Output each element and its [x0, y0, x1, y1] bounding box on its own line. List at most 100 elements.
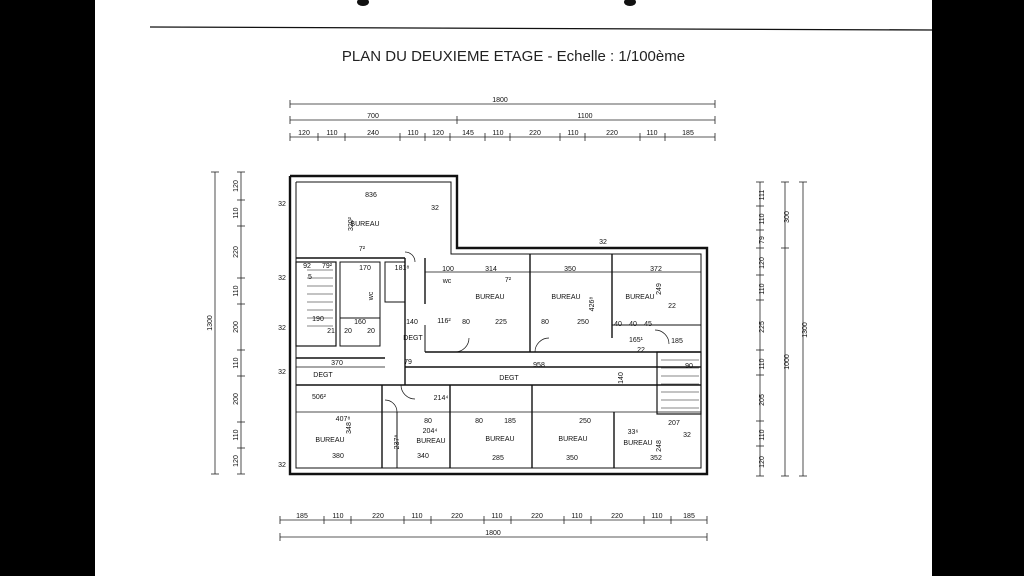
dim-right-seg: 225 — [759, 321, 766, 333]
dim-interior: 237⁸ — [394, 435, 401, 450]
dim-right-300: 300 — [784, 211, 791, 223]
dim-left-seg: 220 — [233, 246, 240, 258]
dim-bottom-seg: 110 — [571, 513, 582, 520]
dim-interior: 140 — [406, 319, 418, 326]
dim-interior: 32 — [278, 369, 286, 376]
room-bureau-bot4: BUREAU — [558, 436, 587, 443]
dim-interior: 160 — [354, 319, 366, 326]
left-dimension-chains: 1300 120 110 220 110 200 110 200 110 120 — [207, 171, 245, 475]
dim-interior: 79² — [322, 263, 333, 270]
dim-bottom-seg: 185 — [296, 513, 308, 520]
dim-interior: 79 — [404, 359, 412, 366]
dim-right-1000: 1000 — [784, 354, 791, 370]
dim-interior: 32 — [278, 462, 286, 469]
dim-interior: 185 — [504, 418, 516, 425]
dim-interior: 40 — [629, 321, 637, 328]
dim-interior: 5 — [308, 274, 312, 281]
dim-top-seg: 240 — [367, 130, 379, 137]
dim-top-seg: 220 — [606, 130, 618, 137]
dim-left-seg: 120 — [233, 455, 240, 467]
dim-interior: 45 — [644, 321, 652, 328]
dim-interior: 340 — [417, 453, 429, 460]
dim-right-seg: 205 — [759, 394, 766, 406]
dim-interior: 285 — [492, 455, 504, 462]
dim-interior: 506² — [312, 394, 327, 401]
dim-interior: 190 — [312, 316, 324, 323]
dim-right-overall: 1300 — [802, 322, 809, 338]
stair-treads — [307, 269, 699, 409]
dim-interior: 320² — [348, 216, 355, 231]
dim-interior: 380 — [332, 453, 344, 460]
dim-interior: 21 — [327, 328, 335, 335]
dim-interior: 370 — [331, 360, 343, 367]
dim-right-seg: 110 — [759, 429, 766, 440]
dim-bottom-overall: 1800 — [485, 530, 501, 537]
dim-interior: 32 — [278, 201, 286, 208]
dim-interior: 20 — [344, 328, 352, 335]
plan-title: PLAN DU DEUXIEME ETAGE - Echelle : 1/100… — [341, 48, 686, 65]
room-bureau-bot3: BUREAU — [485, 436, 514, 443]
room-bureau-mid1: BUREAU — [475, 294, 504, 301]
dim-top-seg: 185 — [682, 130, 694, 137]
room-wc-1: wc — [368, 291, 375, 301]
dim-interior: 90 — [685, 363, 693, 370]
dim-right-seg: 111 — [759, 190, 766, 201]
dim-interior: 140 — [618, 372, 625, 384]
room-wc-2: wc — [442, 278, 452, 285]
dim-interior: 836 — [365, 192, 377, 199]
dim-left-seg: 110 — [233, 357, 240, 368]
dim-interior: 32 — [683, 432, 691, 439]
dim-right-seg: 79 — [759, 236, 766, 244]
dim-top-seg: 110 — [646, 130, 657, 137]
dim-interior: 32 — [431, 205, 439, 212]
dim-interior: 207 — [668, 420, 680, 427]
top-dimension-chains: 1800 700 1100 120 110 240 110 120 145 11… — [289, 97, 716, 141]
dim-top-seg: 120 — [432, 130, 444, 137]
room-degt-mid: DEGT — [403, 335, 423, 342]
dim-interior: 80 — [475, 418, 483, 425]
room-bureau-mid2: BUREAU — [551, 294, 580, 301]
dim-right-seg: 110 — [759, 283, 766, 294]
dim-interior: 22 — [668, 303, 676, 310]
dim-interior: 7² — [505, 277, 512, 284]
room-bureau-bot1: BUREAU — [315, 437, 344, 444]
dim-top-seg: 145 — [462, 130, 474, 137]
dim-bottom-seg: 220 — [531, 513, 543, 520]
dim-interior: 80 — [462, 319, 470, 326]
dim-interior: 225 — [495, 319, 507, 326]
dim-left-seg: 120 — [233, 180, 240, 192]
binder-hole-left — [357, 0, 369, 6]
dim-interior: 214⁴ — [434, 395, 449, 402]
dim-top-1100: 1100 — [577, 113, 592, 120]
dim-interior: 426⁸ — [589, 297, 596, 312]
dim-bottom-seg: 110 — [651, 513, 662, 520]
dim-interior: 165¹ — [629, 337, 644, 344]
dim-interior: 80 — [541, 319, 549, 326]
right-dimension-chains: 111 110 79 120 110 225 110 205 110 120 3… — [756, 181, 809, 477]
dim-interior: 7² — [359, 246, 366, 253]
dim-interior: 350 — [566, 455, 578, 462]
room-bureau-bot2: BUREAU — [416, 438, 445, 445]
dim-interior: 958 — [533, 362, 545, 369]
dim-interior: 170 — [359, 265, 371, 272]
dim-interior: 348 — [346, 422, 353, 434]
dim-interior: 32 — [599, 239, 607, 246]
dim-interior: 352 — [650, 455, 662, 462]
door-swings — [384, 251, 670, 413]
room-bureau-bot5: BUREAU — [623, 440, 652, 447]
header-rule — [149, 26, 932, 31]
dim-interior: 20 — [367, 328, 375, 335]
room-labels: BUREAU BUREAU BUREAU BUREAU BUREAU BUREA… — [313, 221, 654, 447]
dim-bottom-seg: 220 — [372, 513, 384, 520]
dim-top-seg: 110 — [567, 130, 578, 137]
dim-right-seg: 120 — [759, 456, 766, 468]
dim-interior: 80 — [424, 418, 432, 425]
dim-interior: 116² — [437, 318, 451, 325]
dim-interior: 314 — [485, 266, 497, 273]
dim-interior: 250 — [577, 319, 589, 326]
room-degt-left: DEGT — [313, 372, 333, 379]
dim-interior: 22 — [637, 347, 645, 354]
dim-right-seg: 110 — [759, 358, 766, 369]
dim-bottom-seg: 110 — [332, 513, 343, 520]
plan-sheet: PLAN DU DEUXIEME ETAGE - Echelle : 1/100… — [95, 0, 932, 576]
